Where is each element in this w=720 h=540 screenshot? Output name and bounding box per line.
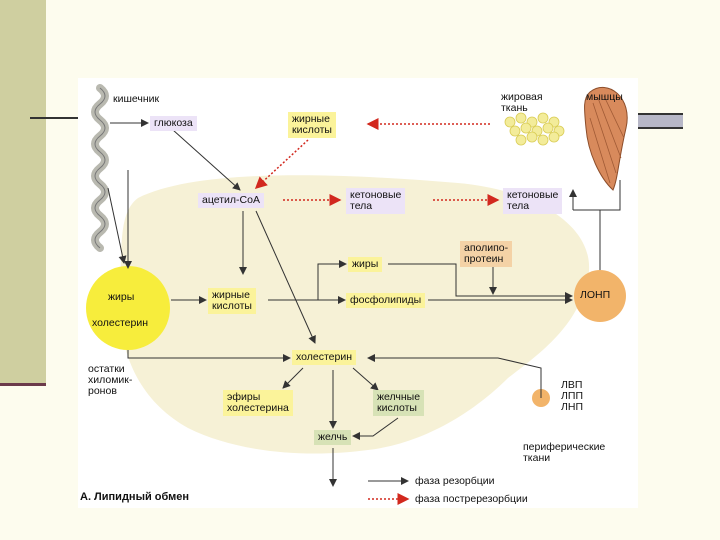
node-fats: жиры (348, 257, 383, 272)
arrow-glucose-acetylcoa (172, 129, 241, 191)
node-bile: желчь (314, 430, 352, 445)
diagram-caption: А. Липидный обмен (80, 491, 190, 503)
node-acetyl-coa: ацетил-CoA (198, 193, 264, 208)
arrow-acetylcoa-cholesterol (255, 210, 316, 344)
intestine-squiggle-outline (94, 87, 106, 249)
arrow-cholesterol-esters (282, 367, 304, 389)
slide-title-rule-right (635, 113, 683, 129)
node-fatty-acids-top: жирные кислоты (288, 112, 336, 138)
label-chylomicron-remnants: остатки хиломик- ронов (88, 363, 133, 397)
vlpd-circle (574, 270, 626, 322)
muscle-illustration (584, 86, 628, 191)
label-adipose: жировая ткань (501, 91, 543, 114)
slide-title-rule-left (30, 117, 80, 119)
label-lipoproteins: ЛВП ЛПП ЛНП (561, 379, 584, 413)
node-phospholipids: фосфолипиды (346, 293, 426, 308)
arrow-to-vlpd (388, 263, 573, 300)
node-cholesterol-esters: эфиры холестерина (223, 390, 293, 416)
liver-background (119, 175, 590, 454)
intestine-lipid-circle (86, 266, 170, 350)
node-apolipoprotein: аполипо- протеин (460, 241, 513, 267)
label-muscles: мышцы (586, 91, 623, 103)
legend-resorption: фаза резорбции (415, 475, 495, 487)
label-circle-cholesterol: холестерин (92, 317, 148, 329)
label-intestine: кишечник (113, 93, 160, 105)
label-vlpd: ЛОНП (580, 289, 611, 301)
node-bile-acids: желчные кислоты (373, 390, 425, 416)
lipid-metabolism-diagram: кишечник глюкоза жирные кислоты жировая … (78, 78, 638, 508)
arrow-remnants-cholesterol (127, 350, 291, 362)
node-ketone-bodies-2: кетоновые тела (503, 188, 563, 214)
arrow-intestine-to-circle (107, 187, 127, 264)
arrow-peripheral-cholesterol (367, 354, 542, 398)
node-fatty-acids-mid: жирные кислоты (208, 288, 256, 314)
label-peripheral-tissues: периферические ткани (523, 441, 606, 464)
arrow-cholesterol-bileacids (352, 367, 379, 391)
arrow-bileacids-bile (352, 417, 399, 440)
slide-sidebar (0, 0, 46, 383)
node-ketone-bodies-1: кетоновые тела (346, 188, 406, 214)
slide-sidebar-underline (0, 383, 46, 386)
legend-postresorption: фаза постререзорбции (415, 493, 528, 505)
arrow-vlpd-targets (573, 180, 621, 270)
node-cholesterol: холестерин (292, 350, 356, 365)
adipose-tissue-cells (504, 112, 565, 146)
node-glucose: глюкоза (150, 116, 197, 131)
label-circle-fats: жиры (108, 291, 135, 303)
